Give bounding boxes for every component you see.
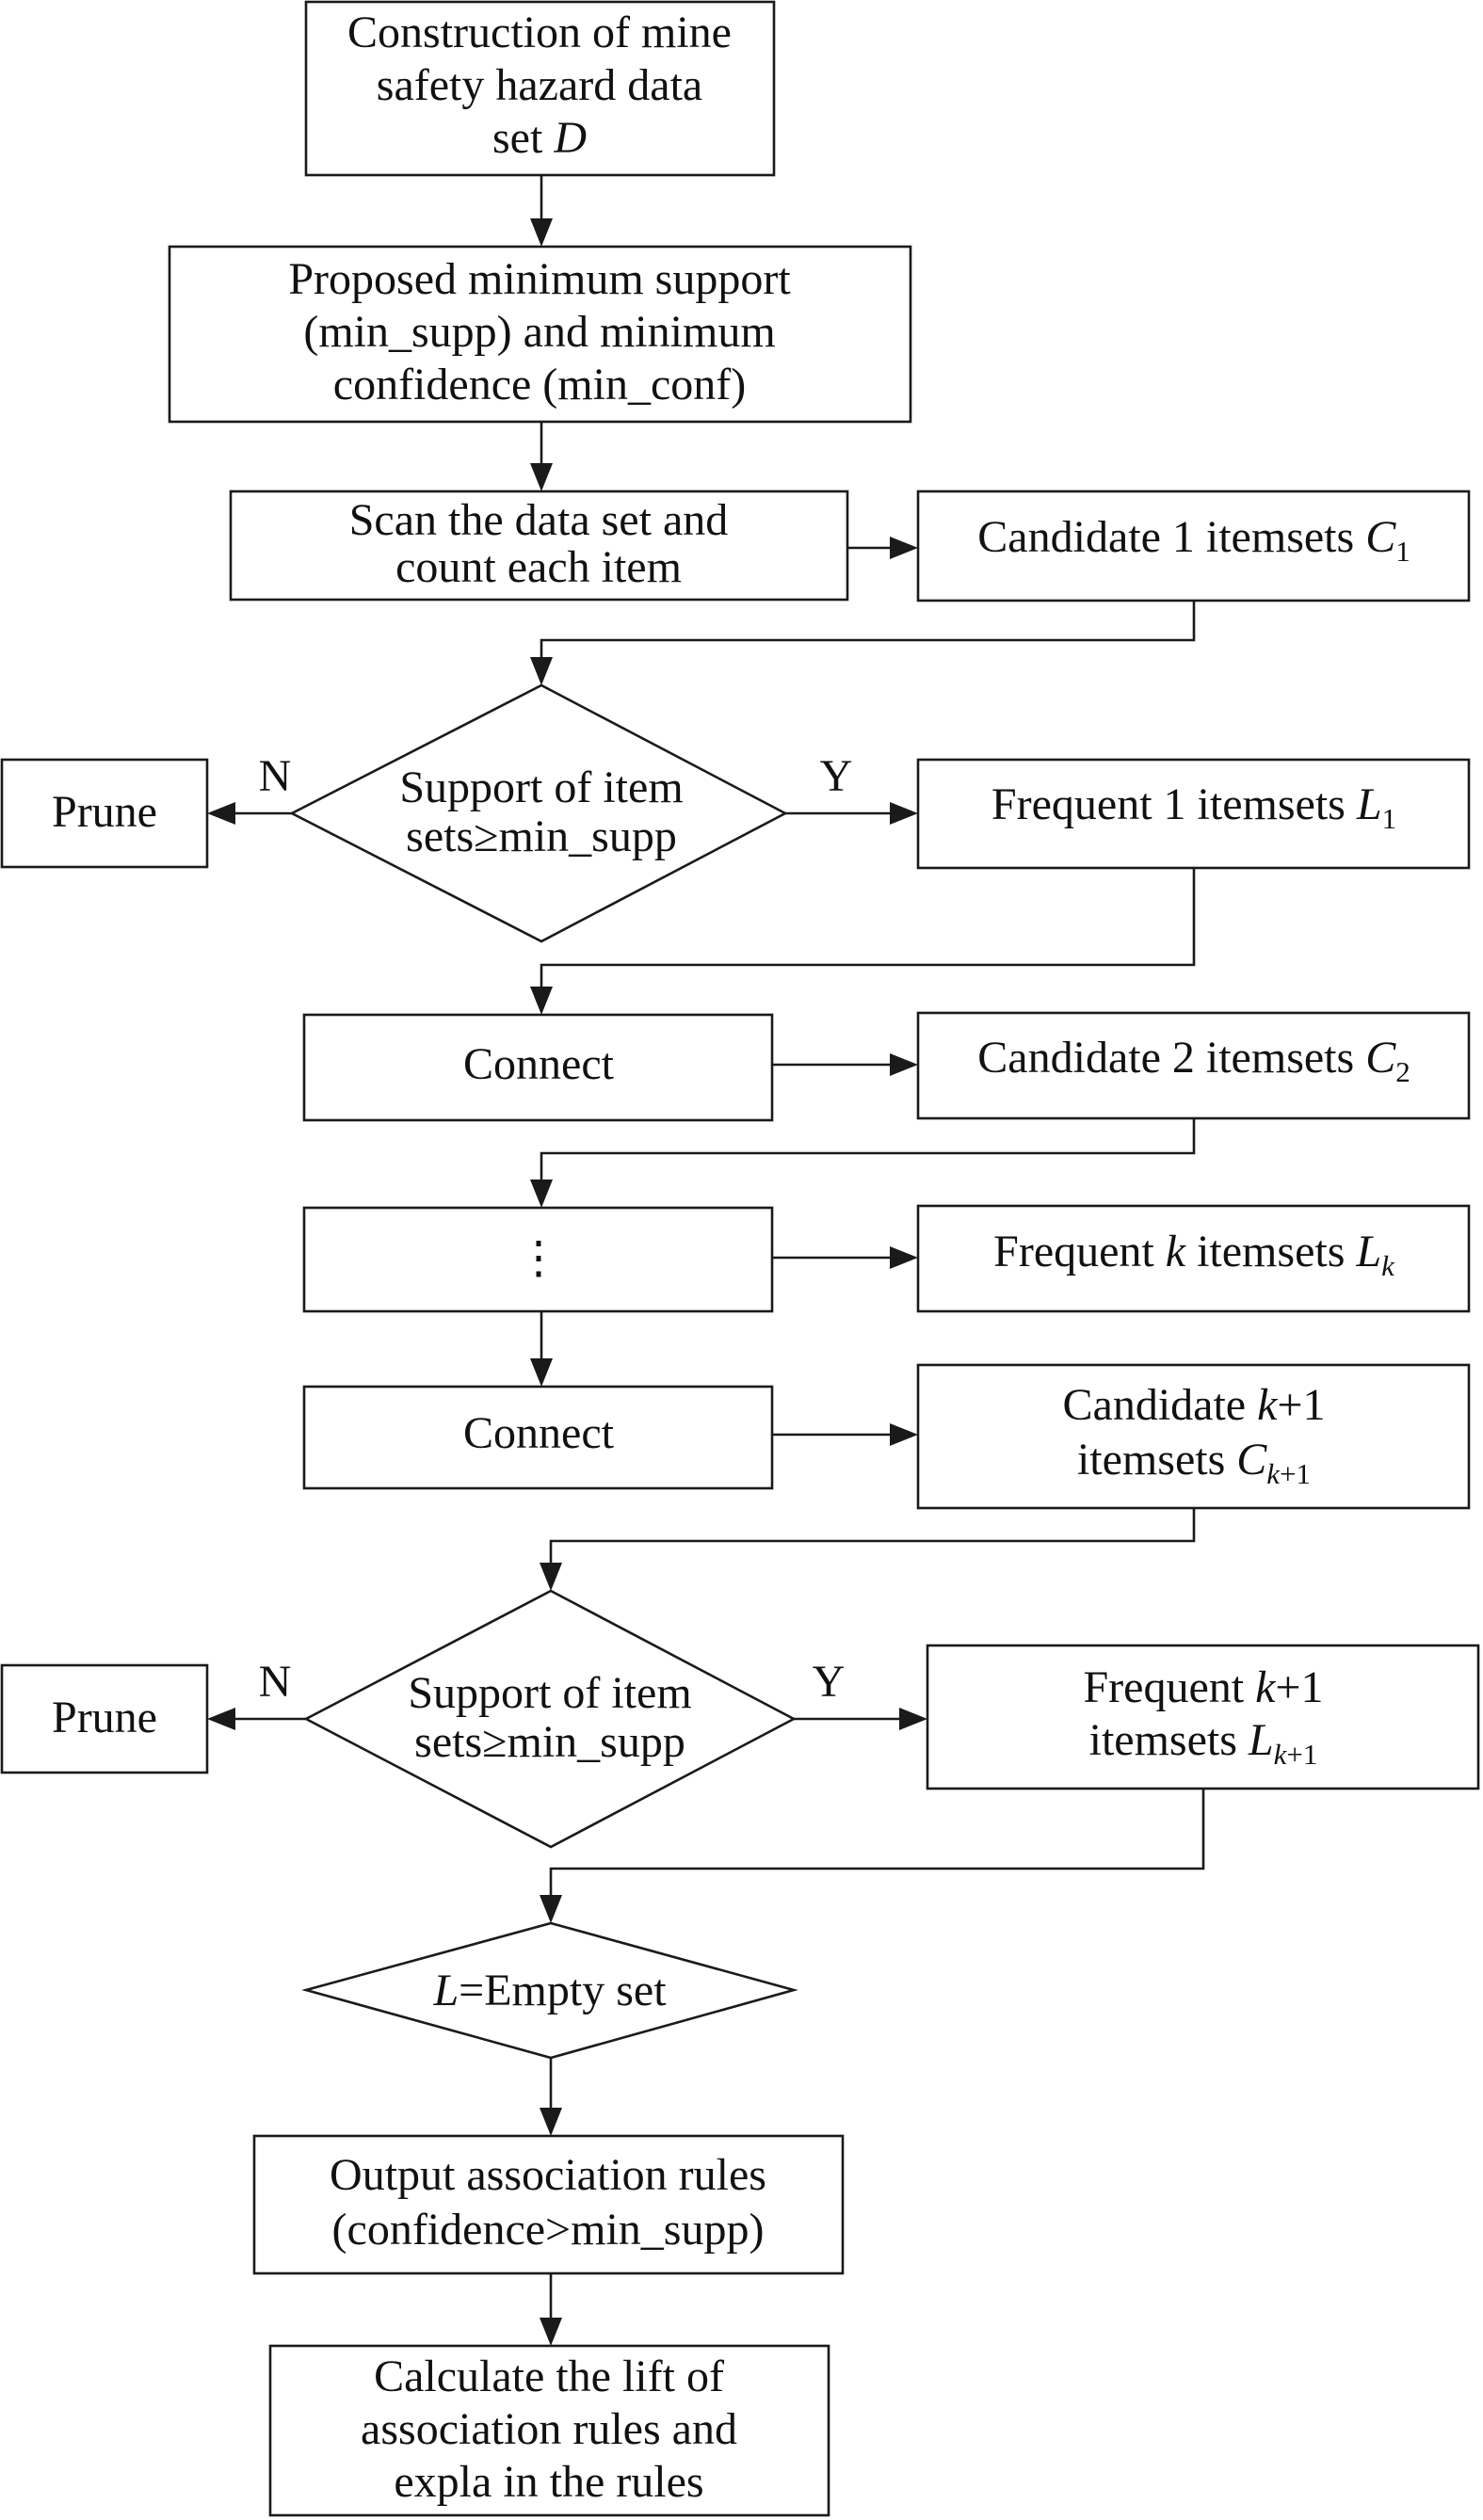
propose-line-1: Proposed minimum support bbox=[288, 254, 791, 304]
propose-line-2: (min_supp) and minimum bbox=[303, 307, 775, 357]
connect2-label: Connect bbox=[463, 1408, 615, 1458]
empty-label: L=Empty set bbox=[432, 1966, 667, 2015]
node-scan-dataset: Scan the data set and count each item bbox=[229, 490, 849, 602]
node-construct-dataset: Construction of mine safety hazard data … bbox=[304, 0, 776, 177]
decision1-line-1: Support of item bbox=[399, 762, 683, 812]
label-yes-2: Y bbox=[813, 1657, 846, 1707]
decision-support-2: Support of item sets≥min_supp bbox=[303, 1589, 797, 1849]
candk1-line-1: Candidate k+1 bbox=[1063, 1380, 1326, 1430]
node-frequent-1-itemsets: Frequent 1 itemsets L1 bbox=[916, 758, 1471, 870]
node-ellipsis: ⋮ bbox=[302, 1206, 774, 1313]
node-output-rules: Output association rules (confidence>min… bbox=[252, 2134, 845, 2275]
freqk1-line-1: Frequent k+1 bbox=[1083, 1662, 1323, 1712]
prune2-label: Prune bbox=[52, 1693, 157, 1742]
node-connect-1: Connect bbox=[302, 1013, 774, 1122]
node-candidate-2-itemsets: Candidate 2 itemsets C2 bbox=[916, 1011, 1471, 1120]
decision2-line-2: sets≥min_supp bbox=[414, 1717, 685, 1767]
construct-line-1: Construction of mine bbox=[347, 8, 732, 57]
label-no-2: N bbox=[259, 1657, 292, 1707]
connect1-label: Connect bbox=[463, 1039, 615, 1089]
node-frequent-k1-itemsets: Frequent k+1 itemsets Lk+1 bbox=[926, 1644, 1480, 1790]
candk1-line-2: itemsets Ck+1 bbox=[1077, 1435, 1311, 1490]
propose-line-3: confidence (min_conf) bbox=[333, 360, 746, 409]
node-frequent-k-itemsets: Frequent k itemsets Lk bbox=[916, 1204, 1471, 1313]
arrow-freq1-to-connect1 bbox=[540, 868, 1196, 1007]
decision-empty-set: L=Empty set bbox=[301, 1921, 798, 2060]
construct-line-3: set D bbox=[492, 113, 587, 163]
cand1-label: Candidate 1 itemsets C1 bbox=[977, 512, 1410, 568]
node-prune-2: Prune bbox=[0, 1663, 209, 1774]
decision1-line-2: sets≥min_supp bbox=[406, 811, 677, 861]
node-candidate-1-itemsets: Candidate 1 itemsets C1 bbox=[916, 490, 1471, 602]
lift-line-1: Calculate the lift of bbox=[374, 2351, 724, 2401]
decision-support-1: Support of item sets≥min_supp bbox=[289, 683, 788, 943]
arrow-freqk1-to-empty bbox=[549, 1789, 1205, 1916]
node-calculate-lift: Calculate the lift of association rules … bbox=[268, 2344, 830, 2517]
construct-line-2: safety hazard data bbox=[377, 60, 702, 110]
arrow-cand2-to-ellipsis bbox=[540, 1118, 1196, 1200]
output-line-1: Output association rules bbox=[330, 2150, 766, 2200]
label-yes-1: Y bbox=[820, 751, 853, 801]
decision2-line-1: Support of item bbox=[408, 1668, 691, 1718]
node-connect-2: Connect bbox=[302, 1385, 774, 1490]
freqk1-line-2: itemsets Lk+1 bbox=[1089, 1715, 1318, 1771]
lift-line-3: expla in the rules bbox=[394, 2457, 703, 2507]
prune1-label: Prune bbox=[52, 787, 157, 837]
freq1-label: Frequent 1 itemsets L1 bbox=[991, 779, 1396, 835]
scan-line-1: Scan the data set and bbox=[349, 495, 729, 545]
arrow-cand1-to-decision1 bbox=[540, 601, 1196, 678]
arrow-candk1-to-decision2 bbox=[549, 1508, 1196, 1583]
freqk-label: Frequent k itemsets Lk bbox=[993, 1227, 1395, 1282]
connectors bbox=[207, 175, 1205, 2346]
node-propose-thresholds: Proposed minimum support (min_supp) and … bbox=[168, 245, 912, 424]
label-no-1: N bbox=[259, 751, 292, 801]
cand2-label: Candidate 2 itemsets C2 bbox=[977, 1033, 1410, 1088]
node-candidate-k1-itemsets: Candidate k+1 itemsets Ck+1 bbox=[916, 1363, 1471, 1510]
node-prune-1: Prune bbox=[0, 758, 209, 869]
scan-line-2: count each item bbox=[395, 542, 682, 592]
ellipsis-label: ⋮ bbox=[516, 1233, 561, 1283]
output-line-2: (confidence>min_supp) bbox=[332, 2205, 765, 2255]
lift-line-2: association rules and bbox=[361, 2404, 737, 2454]
